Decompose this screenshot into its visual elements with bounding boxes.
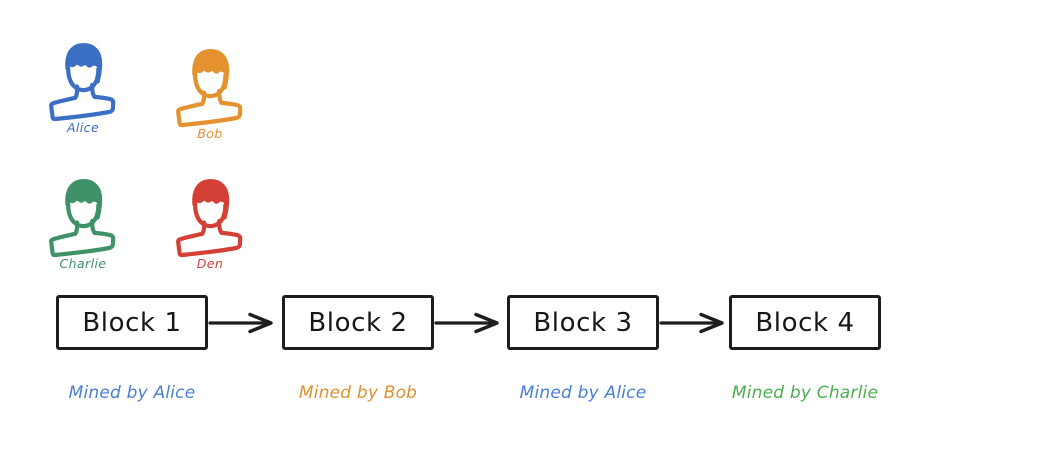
- block-label: Block 4: [755, 307, 855, 338]
- block-node-3[interactable]: Block 3 Mined by Alice: [507, 295, 659, 403]
- person-avatar-icon: [176, 49, 243, 128]
- participant-name-label: Bob: [197, 126, 223, 141]
- block-caption: Mined by Alice: [68, 383, 196, 403]
- block-box[interactable]: Block 1: [56, 295, 208, 350]
- block-label: Block 1: [82, 307, 182, 338]
- block-caption: Mined by Alice: [519, 383, 647, 403]
- person-avatar-icon: [176, 179, 243, 258]
- block-box[interactable]: Block 2: [282, 295, 434, 350]
- person-avatar-icon: [49, 179, 116, 258]
- participant-name-label: Charlie: [59, 256, 107, 271]
- block-box[interactable]: Block 4: [729, 295, 881, 350]
- block-node-2[interactable]: Block 2 Mined by Bob: [282, 295, 434, 403]
- participant-name-label: Den: [196, 256, 224, 271]
- participant-den[interactable]: Den: [164, 168, 256, 271]
- block-node-1[interactable]: Block 1 Mined by Alice: [56, 295, 208, 403]
- block-box[interactable]: Block 3: [507, 295, 659, 350]
- arrow-right-icon: [659, 312, 724, 334]
- participant-name-label: Alice: [66, 120, 100, 135]
- arrow-right-icon: [434, 312, 499, 334]
- block-caption: Mined by Charlie: [731, 383, 879, 403]
- block-label: Block 3: [533, 307, 633, 338]
- avatar: [164, 168, 256, 260]
- blockchain-container: Block 1 Mined by Alice Block 2 Mined by …: [0, 295, 1046, 435]
- avatar: [164, 38, 256, 130]
- participant-bob[interactable]: Bob: [164, 38, 256, 141]
- block-node-4[interactable]: Block 4 Mined by Charlie: [729, 295, 881, 403]
- block-caption: Mined by Bob: [298, 383, 418, 403]
- person-avatar-icon: [49, 43, 116, 122]
- arrow-right-icon: [208, 312, 273, 334]
- block-label: Block 2: [308, 307, 408, 338]
- participant-charlie[interactable]: Charlie: [37, 168, 129, 271]
- avatar: [37, 168, 129, 260]
- avatar: [37, 32, 129, 124]
- participant-alice[interactable]: Alice: [37, 32, 129, 135]
